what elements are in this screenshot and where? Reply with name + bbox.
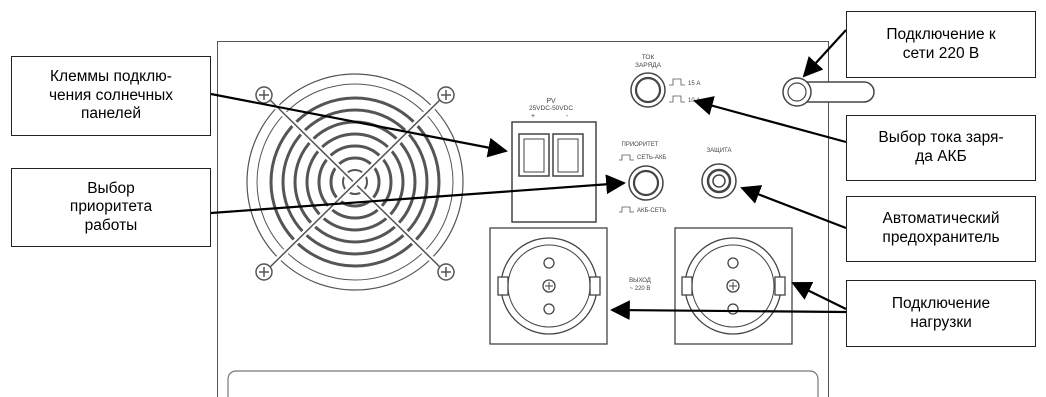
switch-down-glyph bbox=[619, 206, 634, 213]
arrow-priority bbox=[210, 174, 626, 215]
charge-current-title: ТОК bbox=[642, 54, 655, 61]
priority-option-battery-grid: АКБ-СЕТЬ bbox=[637, 208, 666, 214]
callout-solar-terminals: Клеммы подклю- чения солнечных панелей bbox=[11, 56, 211, 136]
callout-priority: Выбор приоритета работы bbox=[11, 168, 211, 247]
arrow-fuse bbox=[740, 185, 847, 230]
pv-terminal-block bbox=[511, 121, 597, 223]
mains-cable bbox=[782, 77, 875, 107]
arrow-load-left bbox=[610, 300, 847, 321]
callout-mains: Подключение к сети 220 В bbox=[846, 11, 1036, 78]
callout-charge-current: Выбор тока заря- да АКБ bbox=[846, 115, 1036, 181]
switch-up-glyph bbox=[619, 154, 634, 161]
output-voltage-label: ~ 220 В bbox=[630, 286, 651, 292]
pv-label: PV bbox=[546, 98, 556, 105]
charge-current-subtitle: ЗАРЯДА bbox=[635, 62, 662, 69]
arrow-charge-current bbox=[693, 96, 847, 144]
output-socket-right bbox=[674, 227, 793, 345]
priority-title: ПРИОРИТЕТ bbox=[622, 142, 659, 148]
callout-load: Подключение нагрузки bbox=[846, 280, 1036, 347]
charge-option-15a: 15 А bbox=[688, 81, 700, 87]
fan-screw bbox=[255, 86, 455, 281]
output-socket-left bbox=[489, 227, 608, 345]
switch-up-glyph bbox=[669, 78, 685, 86]
callout-fuse: Автоматический предохранитель bbox=[846, 196, 1036, 262]
arrow-solar-terminals bbox=[210, 92, 508, 158]
pv-range-label: 25VDC-50VDC bbox=[529, 105, 573, 112]
priority-option-grid-battery: СЕТЬ-АКБ bbox=[637, 155, 666, 161]
fuse-label: ЗАЩИТА bbox=[706, 148, 731, 154]
arrow-mains bbox=[802, 29, 847, 78]
arrow-load-right bbox=[791, 281, 847, 310]
switch-down-glyph bbox=[669, 95, 685, 103]
priority-switch bbox=[628, 165, 664, 201]
pv-minus-label: - bbox=[566, 113, 569, 120]
charge-current-switch bbox=[630, 72, 666, 108]
circuit-breaker-fuse bbox=[701, 163, 737, 199]
output-label: ВЫХОД bbox=[629, 278, 651, 284]
pv-plus-label: + bbox=[531, 113, 535, 120]
bottom-slot bbox=[227, 370, 819, 397]
